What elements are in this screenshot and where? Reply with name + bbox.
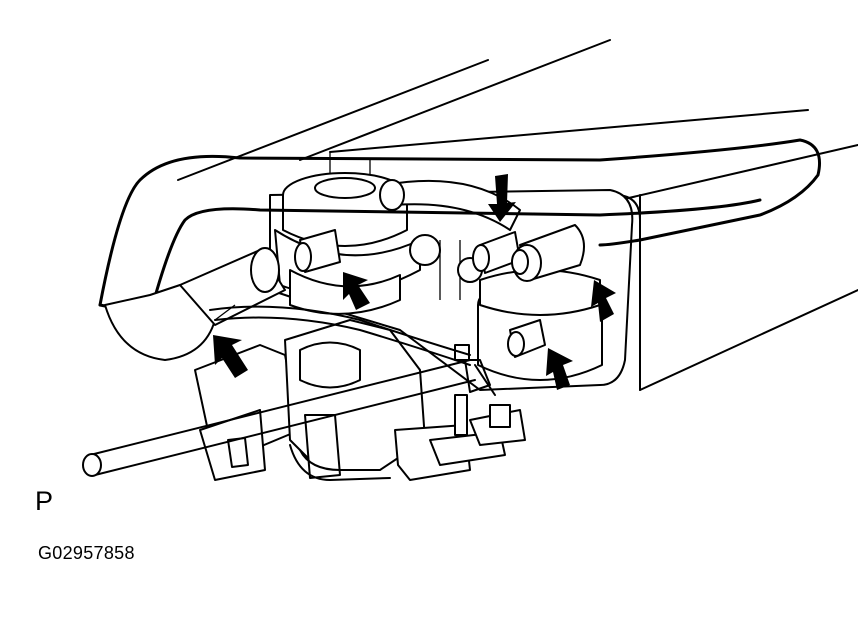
arrow-3-icon [488, 174, 516, 222]
lower-valve-cluster [194, 319, 526, 481]
view-label: P [35, 486, 54, 516]
indicator-arrows [213, 174, 616, 390]
main-vacuum-hose-loop [98, 138, 821, 361]
arrow-2-icon [343, 272, 370, 310]
arrow-5-icon [546, 348, 573, 390]
figure-code: G02957858 [38, 543, 135, 563]
upper-hose [379, 179, 521, 231]
valve-nipples [294, 224, 585, 358]
arrow-1-icon [213, 335, 248, 378]
intake-plenum [177, 39, 858, 391]
long-vacuum-tube [82, 305, 496, 477]
arrow-4-icon [591, 280, 616, 322]
